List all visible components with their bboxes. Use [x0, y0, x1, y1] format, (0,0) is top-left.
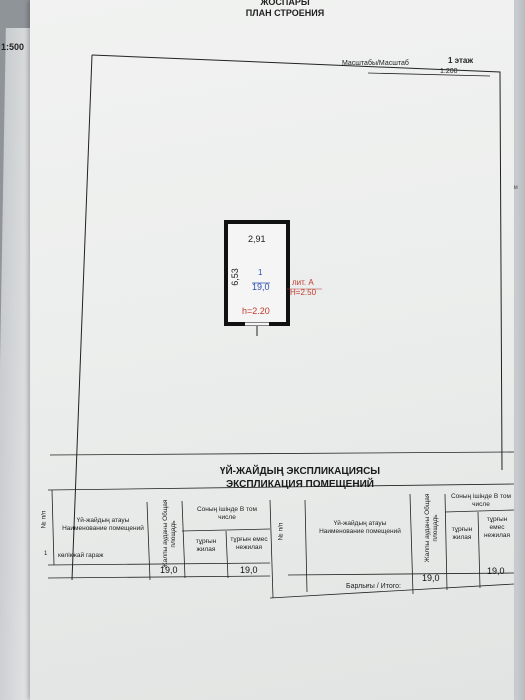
floor-label: 1 этаж [448, 56, 474, 65]
col-no-left: № п/п [40, 510, 48, 529]
height-total: H=2.50 [290, 288, 317, 297]
row-area: 19,0 [160, 565, 178, 575]
scale-label: Масштабы/Масштаб [342, 60, 409, 67]
scale-underline [367, 72, 491, 77]
explication-title-kz: ҮЙ-ЖАЙДЫҢ ЭКСПЛИКАЦИЯСЫ [219, 466, 381, 477]
col-living-left: тұрғын жилая [195, 538, 217, 553]
row-name: көлікжай гараж [58, 552, 104, 559]
row-nonliving: 19,0 [240, 565, 258, 575]
table-top-rule [49, 451, 514, 456]
total-nonliving: 19,0 [487, 566, 505, 576]
lit-label: лит. А [292, 278, 314, 287]
height-dimension: 6,53 [229, 268, 240, 286]
col-living-right: тұрғын жилая [451, 526, 473, 541]
room-area: 19,0 [252, 282, 270, 292]
col-area-left: Жалпы ауданы Общая площадь [162, 499, 177, 569]
explication-title-ru: ЭКСПЛИКАЦИЯ ПОМЕЩЕНИЙ [226, 479, 374, 490]
col-no-right: № п/п [277, 522, 285, 541]
room-number: 1 [258, 268, 263, 277]
scale-value: 1:200 [440, 68, 458, 75]
frame-left [71, 54, 93, 581]
total-label: Барлығы / Итого: [346, 583, 401, 590]
col-area-right: Жалпы ауданы Общая площадь [424, 493, 439, 563]
frame-top-right [91, 54, 503, 471]
document-sheet: ЖОСПАРЫ ПЛАН СТРОЕНИЯ [30, 0, 514, 700]
col-incl-left: Соның ішінде В том числе [196, 506, 257, 521]
left-sheet-scale: 1:500 [1, 42, 25, 52]
plan-drawing [47, 54, 514, 599]
header-line-kz: ЖОСПАРЫ [260, 0, 310, 7]
row-number: 1 [44, 551, 48, 557]
header-line-ru: ПЛАН СТРОЕНИЯ [245, 8, 325, 18]
col-incl-right: Соның ішінде В том числе [450, 493, 511, 508]
right-edge-mark: км [511, 185, 518, 191]
explication-table [47, 451, 514, 599]
page-header: ЖОСПАРЫ ПЛАН СТРОЕНИЯ [210, 0, 360, 19]
col-name-left: Үй-жайдың атауы Наименование помещений [62, 517, 144, 532]
total-area: 19,0 [422, 573, 440, 583]
col-nonliving-left: тұрғын емес нежилая [230, 536, 268, 551]
building-outline [224, 220, 290, 326]
col-nonliving-right: тұрғын емес нежилая [483, 516, 511, 539]
width-dimension: 2,91 [248, 234, 266, 244]
col-name-right: Үй-жайдың атауы Наименование помещений [319, 520, 401, 535]
height-room: h=2.20 [242, 306, 270, 316]
